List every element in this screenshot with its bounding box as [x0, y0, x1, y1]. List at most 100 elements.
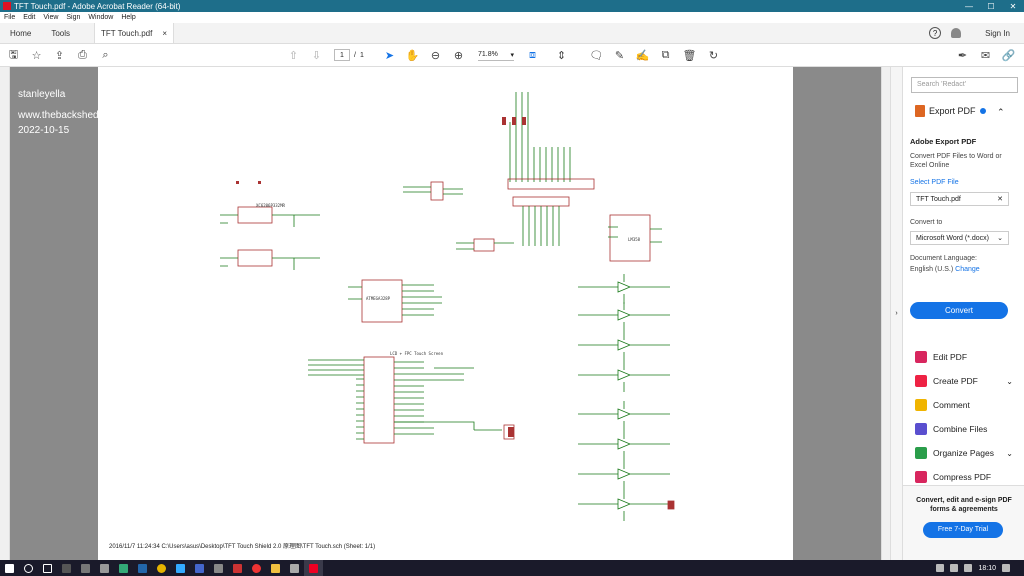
zoom-select[interactable]: 71.8% ▾	[478, 49, 514, 61]
windows-taskbar: 18:10	[0, 560, 1024, 576]
menu-help[interactable]: Help	[121, 14, 135, 21]
volume-icon[interactable]	[964, 564, 972, 572]
task-view-icon[interactable]	[38, 560, 57, 576]
tab-tools[interactable]: Tools	[41, 23, 80, 43]
tab-document[interactable]: TFT Touch.pdf ×	[94, 23, 174, 43]
taskbar-app-icon[interactable]	[228, 560, 247, 576]
window-titlebar: TFT Touch.pdf - Adobe Acrobat Reader (64…	[0, 0, 1024, 12]
link-icon[interactable]: 🔗	[1002, 49, 1015, 62]
taskbar-app-icon[interactable]	[285, 560, 304, 576]
rotate-icon[interactable]: ↻	[707, 49, 720, 62]
taskbar-app-icon[interactable]	[190, 560, 209, 576]
zoom-out-icon[interactable]: ⊖	[429, 49, 442, 62]
fill-sign-icon[interactable]: ✒	[956, 49, 969, 62]
clock[interactable]: 18:10	[978, 565, 996, 572]
selected-file-name: TFT Touch.pdf	[916, 196, 961, 203]
delete-icon[interactable]: 🗑	[683, 49, 696, 62]
fill-icon[interactable]: ⧉	[659, 49, 672, 62]
page-separator: /	[354, 52, 356, 59]
organize-pages-icon	[915, 447, 927, 459]
start-button[interactable]	[0, 560, 19, 576]
bookmark-star-icon[interactable]: ☆	[30, 49, 43, 62]
taskbar-app-icon[interactable]	[57, 560, 76, 576]
taskbar-app-icon[interactable]	[133, 560, 152, 576]
draw-sign-icon[interactable]: ✍	[636, 49, 649, 62]
chevron-down-icon[interactable]: ⌄	[1006, 449, 1013, 458]
menu-window[interactable]: Window	[88, 14, 113, 21]
next-page-icon[interactable]: ⇩	[310, 49, 323, 62]
vertical-scrollbar[interactable]	[881, 67, 890, 560]
selected-file-field[interactable]: TFT Touch.pdf ✕	[910, 192, 1009, 206]
hand-icon[interactable]: ✋	[406, 49, 419, 62]
tool-comment[interactable]: Comment	[903, 393, 1024, 417]
convert-button[interactable]: Convert	[910, 302, 1008, 319]
upload-cloud-icon[interactable]: ⇪	[53, 49, 66, 62]
taskbar-app-icon[interactable]	[76, 560, 95, 576]
tray-icon[interactable]	[950, 564, 958, 572]
tab-home[interactable]: Home	[0, 23, 41, 43]
comment-icon[interactable]: 🗨	[590, 49, 603, 62]
window-title: TFT Touch.pdf - Adobe Acrobat Reader (64…	[14, 2, 180, 11]
taskbar-app-icon[interactable]	[114, 560, 133, 576]
free-trial-button[interactable]: Free 7-Day Trial	[923, 522, 1003, 538]
bell-icon[interactable]	[951, 28, 961, 38]
tool-create-pdf[interactable]: Create PDF ⌄	[903, 369, 1024, 393]
export-pdf-header[interactable]: Export PDF	[915, 105, 986, 117]
tray-icon[interactable]	[936, 564, 944, 572]
export-heading: Adobe Export PDF	[910, 137, 976, 146]
panel-toggle-chevron-icon[interactable]: ›	[890, 67, 902, 560]
fit-page-icon[interactable]: ⧈	[526, 49, 539, 62]
chrome-icon[interactable]	[152, 560, 171, 576]
pdf-page[interactable]: LCD + FPC Touch Screen ATMEGA328P XC6206…	[98, 67, 793, 560]
tab-close-icon[interactable]: ×	[162, 29, 167, 38]
promo-box: Convert, edit and e-sign PDF forms & agr…	[903, 485, 1024, 560]
minimize-button[interactable]: —	[958, 2, 980, 11]
taskbar-app-icon[interactable]	[209, 560, 228, 576]
save-icon[interactable]: 🖫	[7, 49, 20, 62]
taskbar-app-icon[interactable]	[171, 560, 190, 576]
select-pdf-link[interactable]: Select PDF File	[910, 179, 959, 186]
convert-format-select[interactable]: Microsoft Word (*.docx) ⌄	[910, 231, 1009, 245]
scroll-mode-icon[interactable]: ⇕	[555, 49, 568, 62]
print-icon[interactable]: ⎙	[76, 49, 89, 62]
tool-organize-pages[interactable]: Organize Pages ⌄	[903, 441, 1024, 465]
tab-document-label: TFT Touch.pdf	[101, 29, 152, 38]
highlight-pen-icon[interactable]: ✎	[613, 49, 626, 62]
taskbar-app-icon[interactable]	[247, 560, 266, 576]
help-icon[interactable]: ?	[929, 27, 941, 39]
chevron-up-icon[interactable]: ⌃	[997, 107, 1005, 118]
find-icon[interactable]: ⌕	[99, 49, 112, 62]
taskbar-app-icon[interactable]	[95, 560, 114, 576]
menu-view[interactable]: View	[43, 14, 58, 21]
page-footer: 2016/11/7 11:24:34 C:\Users\asus\Desktop…	[109, 541, 375, 550]
tool-edit-pdf[interactable]: Edit PDF	[903, 345, 1024, 369]
search-icon[interactable]	[19, 560, 38, 576]
left-navigation-rail[interactable]	[0, 67, 10, 560]
file-explorer-icon[interactable]	[266, 560, 285, 576]
select-cursor-icon[interactable]: ➤	[383, 49, 396, 62]
edit-pdf-icon	[915, 351, 927, 363]
search-tools-input[interactable]: Search 'Redact'	[911, 77, 1018, 93]
remove-file-icon[interactable]: ✕	[997, 195, 1003, 203]
menu-sign[interactable]: Sign	[66, 14, 80, 21]
chevron-down-icon: ⌄	[997, 234, 1003, 242]
menu-edit[interactable]: Edit	[23, 14, 35, 21]
sign-in-button[interactable]: Sign In	[985, 29, 1010, 38]
notification-icon[interactable]	[1002, 564, 1010, 572]
page-number-input[interactable]: 1	[334, 49, 350, 61]
change-language-link[interactable]: Change	[955, 266, 980, 273]
prev-page-icon[interactable]: ⇧	[287, 49, 300, 62]
zoom-in-icon[interactable]: ⊕	[452, 49, 465, 62]
schematic-label: ATMEGA328P	[366, 296, 391, 301]
maximize-button[interactable]: ☐	[980, 2, 1002, 11]
mail-icon[interactable]: ✉	[979, 49, 992, 62]
tool-label: Edit PDF	[933, 352, 967, 362]
close-button[interactable]: ✕	[1002, 2, 1024, 11]
page-total: 1	[360, 52, 364, 59]
document-viewer[interactable]: stanleyella www.thebackshed.com 2022-10-…	[10, 67, 881, 560]
tools-list: Edit PDF Create PDF ⌄ Comment Combine Fi…	[903, 345, 1024, 489]
chevron-down-icon[interactable]: ⌄	[1006, 377, 1013, 386]
menu-file[interactable]: File	[4, 14, 15, 21]
tool-combine-files[interactable]: Combine Files	[903, 417, 1024, 441]
acrobat-taskbar-icon[interactable]	[304, 560, 323, 576]
